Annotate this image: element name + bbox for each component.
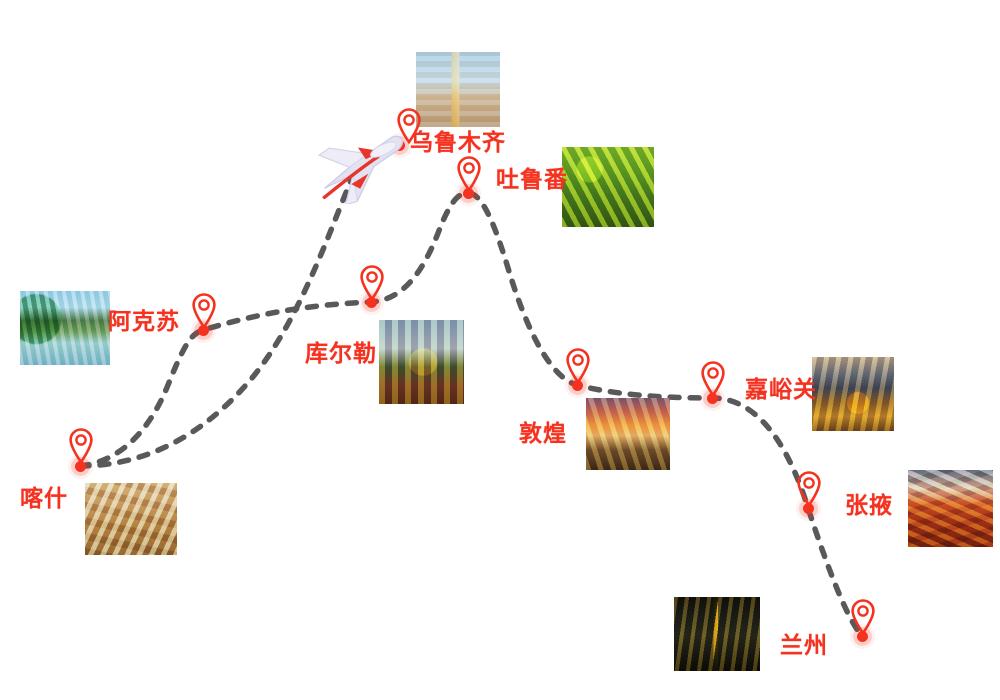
dunhuang-desert-sunset-photo — [586, 398, 670, 470]
map-pin-icon-turpan[interactable] — [456, 155, 482, 193]
urumqi-minaret-photo — [416, 52, 500, 127]
route-node-kashgar[interactable] — [74, 460, 86, 472]
map-pin-icon-dunhuang[interactable] — [565, 347, 591, 385]
aksu-lake-photo — [20, 291, 110, 365]
kashgar-old-town-photo — [85, 483, 177, 555]
map-pin-icon-aksu[interactable] — [191, 292, 217, 330]
city-label-aksu[interactable]: 阿克苏 — [108, 308, 180, 334]
city-label-urumqi[interactable]: 乌鲁木齐 — [410, 129, 506, 155]
city-label-jiayuguan[interactable]: 嘉峪关 — [745, 376, 817, 402]
map-pin-icon-korla[interactable] — [359, 264, 385, 302]
korla-pagoda-gate-photo — [379, 320, 464, 404]
city-label-kashgar[interactable]: 喀什 — [20, 485, 68, 511]
route-node-aksu[interactable] — [197, 324, 209, 336]
route-node-zhangye[interactable] — [802, 502, 814, 514]
route-node-turpan[interactable] — [462, 187, 474, 199]
route-node-dunhuang[interactable] — [571, 379, 583, 391]
city-label-zhangye[interactable]: 张掖 — [845, 492, 893, 518]
zhangye-danxia-photo — [908, 470, 993, 547]
map-pin-icon-jiayuguan[interactable] — [700, 360, 726, 398]
city-label-korla[interactable]: 库尔勒 — [305, 340, 377, 366]
city-label-lanzhou[interactable]: 兰州 — [780, 632, 828, 658]
map-pin-icon-urumqi[interactable] — [396, 107, 422, 145]
map-pin-icon-lanzhou[interactable] — [850, 598, 876, 636]
turpan-grape-trellis-photo — [562, 147, 654, 227]
route-node-lanzhou[interactable] — [856, 630, 868, 642]
route-node-jiayuguan[interactable] — [706, 392, 718, 404]
jiayuguan-fort-photo — [812, 357, 894, 431]
city-label-turpan[interactable]: 吐鲁番 — [496, 166, 568, 192]
city-label-dunhuang[interactable]: 敦煌 — [519, 420, 567, 446]
airplane-icon — [308, 118, 412, 204]
map-pin-icon-zhangye[interactable] — [796, 470, 822, 508]
route-node-korla[interactable] — [365, 296, 377, 308]
route-path — [77, 190, 865, 639]
lanzhou-temple-photo — [674, 597, 760, 671]
map-pin-icon-kashgar[interactable] — [68, 427, 94, 465]
